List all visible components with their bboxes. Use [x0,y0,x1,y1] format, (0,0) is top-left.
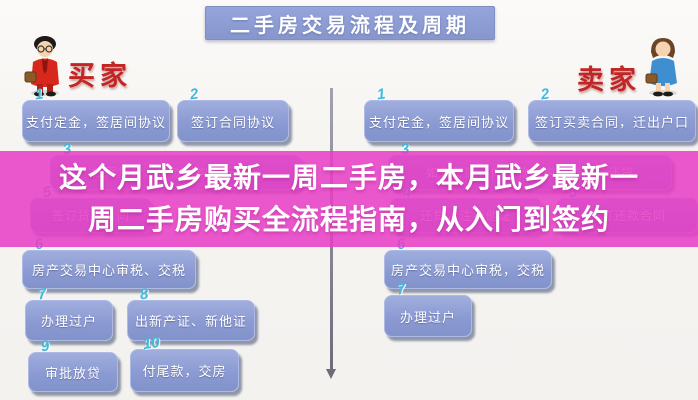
seller-figure-icon [638,34,688,103]
flow-step-seller-6: 6房产交易中心审税，交税 [384,236,552,289]
page-title: 二手房交易流程及周期 [205,6,495,40]
flow-step-buyer-6: 6房产交易中心审税、交税 [22,236,196,289]
step-number: 1 [375,85,387,104]
step-label: 办理过户 [399,309,456,325]
seller-label: 卖家 [577,65,641,95]
step-label: 支付定金，签居间协议 [368,114,509,130]
step-label: 审批放贷 [44,365,101,381]
flow-step-buyer-2: 2 签订合同协议 [177,86,289,142]
step-label: 付尾款，交房 [142,364,227,379]
step-label: 房产交易中心审税、交税 [31,263,186,278]
flow-step-seller-2: 2 签订买卖合同，迁出户口 [528,86,696,142]
divider-arrow-icon [326,369,336,379]
buyer-figure-icon [20,34,70,103]
step-number: 2 [188,85,200,104]
flow-step-buyer-10: 10 付尾款，交房 [130,334,239,392]
step-label: 支付定金，签居间协议 [25,114,166,130]
step-label: 签订买卖合同，迁出户口 [534,114,689,130]
promo-line-2: 周二手房购买全流程指南，从入门到签约 [87,204,610,235]
promo-line-1: 这个月武乡最新一周二手房，本月武乡最新一 [58,162,639,193]
step-label: 签订合同协议 [190,114,275,130]
flow-step-seller-1: 1 支付定金，签居间协议 [364,86,514,142]
promo-overlay-banner: 这个月武乡最新一周二手房，本月武乡最新一 周二手房购买全流程指南，从入门到签约 [0,151,698,247]
step-label: 房产交易中心审税，交税 [390,263,545,278]
step-label: 办理过户 [40,314,97,329]
step-number: 2 [539,85,551,104]
buyer-label: 买家 [68,61,132,91]
step-label: 出新产证、新他证 [134,314,247,329]
step-number: 10 [141,333,161,354]
